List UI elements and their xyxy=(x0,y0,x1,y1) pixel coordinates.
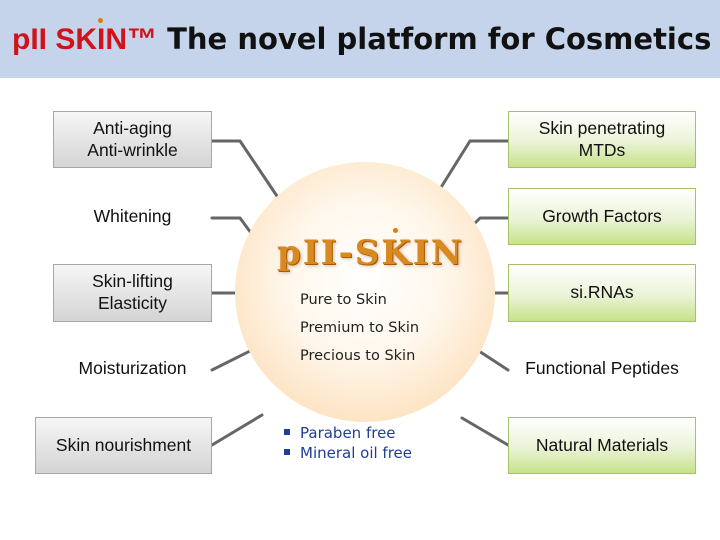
left-item-moisturization: Moisturization xyxy=(78,358,187,379)
title-bar: pII SKIN™ The novel platform for Cosmeti… xyxy=(0,0,720,78)
connector-line xyxy=(428,139,510,207)
brand-name: pII SKIN™ xyxy=(12,23,158,56)
bullet-item: Paraben free xyxy=(284,423,412,443)
right-item-functional-peptides: Functional Peptides xyxy=(525,358,679,379)
left-item-skin-nourishment: Skin nourishment xyxy=(35,417,212,474)
center-line-pure: Pure to Skin xyxy=(300,292,387,308)
bullet-text: Paraben free xyxy=(300,424,396,442)
center-line-precious: Precious to Skin xyxy=(300,348,416,364)
bullet-text: Mineral oil free xyxy=(300,444,412,462)
right-item-growth-factors: Growth Factors xyxy=(508,188,696,245)
center-circle xyxy=(235,162,495,422)
feature-bullet-list: Paraben free Mineral oil free xyxy=(284,423,412,463)
brand-dot-icon xyxy=(98,18,103,23)
center-line-premium: Premium to Skin xyxy=(300,320,420,336)
center-title: pII-SKIN xyxy=(277,233,464,273)
right-item-sirnas: si.RNAs xyxy=(508,264,696,322)
right-item-natural-materials: Natural Materials xyxy=(508,417,696,474)
left-item-skin-lifting: Skin-lifting Elasticity xyxy=(53,264,212,322)
bullet-square-icon xyxy=(284,428,290,435)
page-title: pII SKIN™ The novel platform for Cosmeti… xyxy=(12,22,711,57)
right-item-skin-penetrating: Skin penetrating MTDs xyxy=(508,111,696,168)
title-dot-icon xyxy=(393,228,398,233)
connector-line xyxy=(210,139,285,207)
bullet-square-icon xyxy=(284,448,290,455)
left-item-whitening: Whitening xyxy=(93,206,172,227)
left-item-anti-aging: Anti-aging Anti-wrinkle xyxy=(53,111,212,168)
connector-line xyxy=(210,413,264,447)
title-text: The novel platform for Cosmetics xyxy=(167,22,712,56)
bullet-item: Mineral oil free xyxy=(284,443,412,463)
connector-line xyxy=(460,416,510,447)
